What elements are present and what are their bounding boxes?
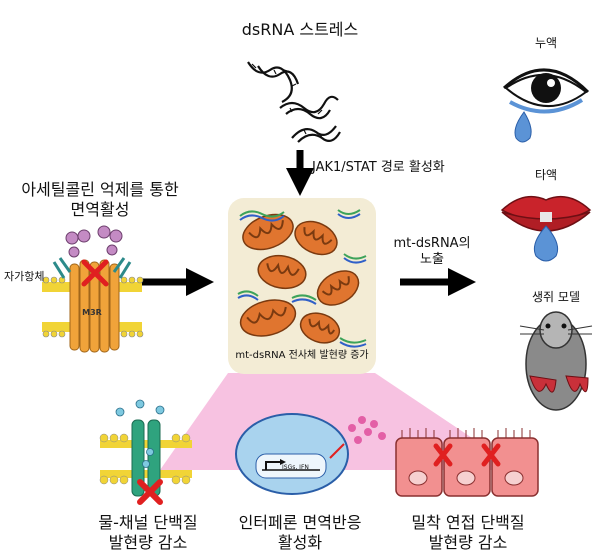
nucleus-gene-label: ISGs, IFN: [282, 464, 309, 471]
mouse-model-label: 생쥐 모델: [532, 290, 580, 304]
water-channel-icon: [99, 399, 192, 505]
aqp-label-line2: 발현량 감소: [108, 533, 188, 552]
mitochondria-icons: [239, 213, 360, 344]
mouse-model-icon: [519, 311, 593, 411]
mt-dsrna-strands: [237, 209, 367, 348]
dsrna-stress-icon: [247, 61, 341, 143]
autoantibody-label: 자가항체: [4, 270, 45, 283]
saliva-label: 타액: [534, 168, 558, 182]
tight-junction-icon: [395, 428, 539, 497]
tj-label-line1: 밀착 연접 단백질: [411, 513, 525, 532]
exposure-label-line1: mt-dsRNA의: [393, 236, 471, 251]
m3r-label: M3R: [82, 308, 102, 317]
eye-tears-icon: [502, 68, 590, 143]
tears-label: 누액: [534, 36, 558, 50]
interferon-cell-icon: [235, 413, 386, 495]
exposure-label-line2: 노출: [420, 252, 444, 267]
lips-saliva-icon: [500, 195, 592, 262]
mito-caption: mt-dsRNA 전사체 발현량 증가: [235, 350, 369, 361]
ache-label-line1: 아세틸콜린 억제를 통한: [21, 180, 179, 199]
m3r-receptor-icon: [42, 225, 144, 353]
tj-label-line2: 발현량 감소: [428, 533, 508, 552]
ache-label-line2: 면역활성: [70, 200, 130, 219]
ifn-label-line1: 인터페론 면역반응: [238, 513, 362, 532]
dsrna-stress-label: dsRNA 스트레스: [241, 20, 359, 39]
ifn-label-line2: 활성화: [277, 533, 323, 552]
aqp-label-line1: 물-채널 단백질: [98, 513, 198, 532]
jak-stat-label: JAK1/STAT 경로 활성화: [312, 160, 445, 175]
